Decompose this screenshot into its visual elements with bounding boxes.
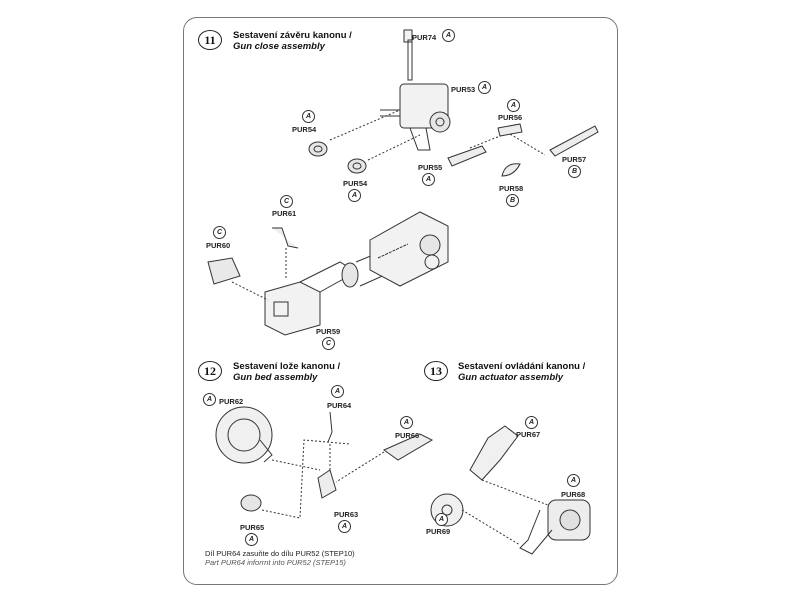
pur59-block-drawing — [264, 247, 397, 336]
step-12-title-cz: Sestavení lože kanonu / — [233, 361, 341, 372]
part-code-pur61: C — [280, 195, 293, 208]
part-label-pur74: PUR74 — [412, 33, 437, 42]
step-12-title: Sestavení lože kanonu / Gun bed assembly — [233, 361, 340, 383]
part-code-pur62: A — [203, 393, 216, 406]
assembly-note-cz: Díl PUR64 zasuňte do dílu PUR52 (STEP10) — [205, 549, 355, 558]
part-label-pur69: PUR69 — [426, 527, 451, 536]
gun-receiver-drawing — [369, 211, 449, 287]
part-label-pur65: PUR65 — [240, 523, 265, 532]
assembly-note: Díl PUR64 zasuňte do dílu PUR52 (STEP10)… — [205, 549, 355, 567]
part-code-pur74: A — [442, 29, 455, 42]
pur60-part-drawing — [207, 257, 241, 285]
part-code-pur58: B — [506, 194, 519, 207]
step-11-title: Sestavení závěru kanonu / Gun close asse… — [233, 30, 352, 52]
pur56-clip-drawing — [497, 123, 523, 137]
pur68-drive-drawing — [519, 499, 591, 555]
part-label-pur62: PUR62 — [219, 397, 244, 406]
part-label-pur56: PUR56 — [498, 113, 523, 122]
part-label-pur63: PUR63 — [334, 510, 359, 519]
step-12-title-en: Gun bed assembly — [233, 372, 318, 383]
pur67-arm-drawing — [469, 425, 519, 481]
part-code-pur53: A — [478, 81, 491, 94]
step-11-title-en: Gun close assembly — [233, 41, 325, 52]
part-code-pur55: A — [422, 173, 435, 186]
step-11-number: 11 — [198, 30, 222, 50]
pur64-pin-drawing — [327, 411, 333, 443]
part-code-pur63: A — [338, 520, 351, 533]
pur63-part-drawing — [317, 469, 337, 499]
pur55-pin-drawing — [447, 145, 487, 167]
part-label-pur59: PUR59 — [316, 327, 341, 336]
part-label-pur54-a: PUR54 — [292, 125, 317, 134]
part-code-pur60: C — [213, 226, 226, 239]
step-13-title-cz: Sestavení ovládání kanonu / — [458, 361, 586, 372]
part-code-pur59: C — [322, 337, 335, 350]
part-label-pur67: PUR67 — [516, 430, 541, 439]
pur61-lever-drawing — [272, 227, 299, 249]
part-code-pur56: A — [507, 99, 520, 112]
assembly-note-en: Part PUR64 inforrnt into PUR52 (STEP15) — [205, 558, 346, 567]
pur57-rod-drawing — [549, 125, 599, 157]
part-code-pur57: B — [568, 165, 581, 178]
pur62-cradle-drawing — [215, 406, 273, 464]
part-code-pur64: A — [331, 385, 344, 398]
step-12-number: 12 — [198, 361, 222, 381]
part-label-pur66: PUR66 — [395, 431, 420, 440]
part-code-pur54-b: A — [348, 189, 361, 202]
part-code-pur68: A — [567, 474, 580, 487]
step-11-title-cz: Sestavení závěru kanonu / — [233, 30, 352, 41]
part-label-pur64: PUR64 — [327, 401, 352, 410]
part-label-pur58: PUR58 — [499, 184, 524, 193]
part-label-pur55: PUR55 — [418, 163, 443, 172]
part-code-pur65: A — [245, 533, 258, 546]
pur65-washer-drawing — [240, 494, 262, 512]
pur54-washer-drawing — [308, 141, 367, 174]
part-code-pur69: A — [435, 513, 448, 526]
part-label-pur68: PUR68 — [561, 490, 586, 499]
pur66-part-drawing — [382, 433, 434, 461]
step-13-title-en: Gun actuator assembly — [458, 372, 564, 383]
part-label-pur54-b: PUR54 — [343, 179, 368, 188]
part-label-pur53: PUR53 — [451, 85, 476, 94]
step-13-number: 13 — [424, 361, 448, 381]
part-label-pur57: PUR57 — [562, 155, 587, 164]
part-label-pur60: PUR60 — [206, 241, 231, 250]
step-13-title: Sestavení ovládání kanonu / Gun actuator… — [458, 361, 585, 383]
part-code-pur67: A — [525, 416, 538, 429]
part-code-pur66: A — [400, 416, 413, 429]
part-label-pur61: PUR61 — [272, 209, 297, 218]
breech-block-drawing — [380, 29, 451, 151]
pur58-hook-drawing — [501, 163, 521, 177]
part-code-pur54-a: A — [302, 110, 315, 123]
